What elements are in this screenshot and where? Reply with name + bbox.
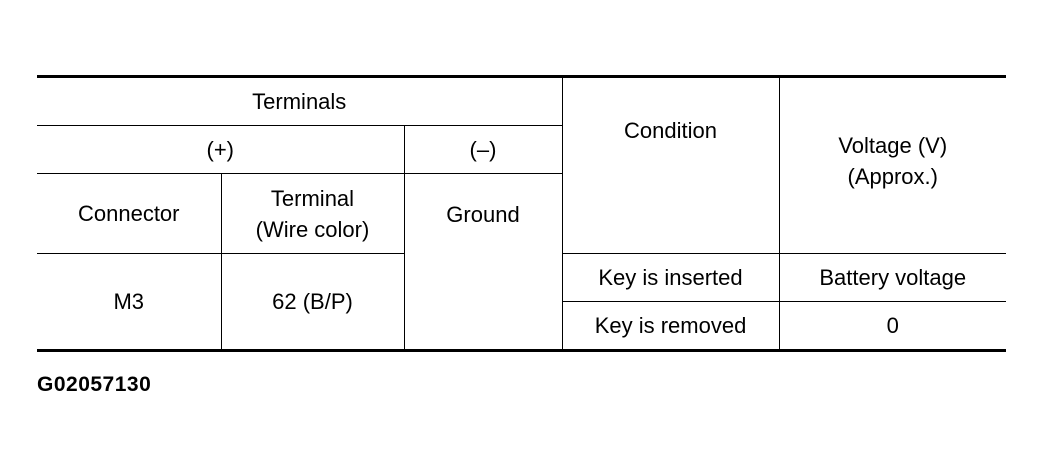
connector-header: Connector: [37, 173, 222, 254]
terminal-header: Terminal (Wire color): [220, 173, 405, 254]
condition-header-label: Condition: [624, 118, 717, 143]
ground-cell: Ground: [403, 173, 563, 351]
header-row-polarity: (+) (–): [37, 125, 1006, 174]
voltage-header: Voltage (V) (Approx.): [778, 76, 1006, 254]
header-row-terminals: Terminals Condition Voltage (V) (Approx.…: [37, 76, 1006, 254]
minus-header: (–): [403, 125, 563, 174]
voltage-cell: Battery voltage: [778, 253, 1006, 302]
voltage-cell: 0: [778, 301, 1006, 351]
condition-cell: Key is inserted: [561, 253, 780, 302]
terminal-value: 62 (B/P): [220, 253, 405, 351]
table-row: M3 62 (B/P) Key is inserted Battery volt…: [37, 253, 1006, 351]
voltage-header-line2: (Approx.): [847, 164, 938, 189]
condition-header: Condition: [561, 76, 780, 254]
figure-code: G02057130: [37, 373, 152, 396]
terminal-voltage-table: Terminals Condition Voltage (V) (Approx.…: [37, 75, 1006, 352]
condition-cell: Key is removed: [562, 301, 780, 351]
connector-value: M3: [37, 253, 222, 351]
voltage-header-line1: Voltage (V): [838, 133, 948, 158]
terminal-header-line2: (Wire color): [255, 216, 370, 242]
table-row: Key is removed 0: [37, 301, 1006, 351]
terminal-header-line1: Terminal: [270, 185, 355, 211]
terminals-header: Terminals: [37, 76, 563, 126]
header-row-fields: Connector Terminal (Wire color) Ground: [37, 173, 1006, 351]
plus-header: (+): [37, 125, 405, 174]
ground-label: Ground: [446, 202, 520, 227]
